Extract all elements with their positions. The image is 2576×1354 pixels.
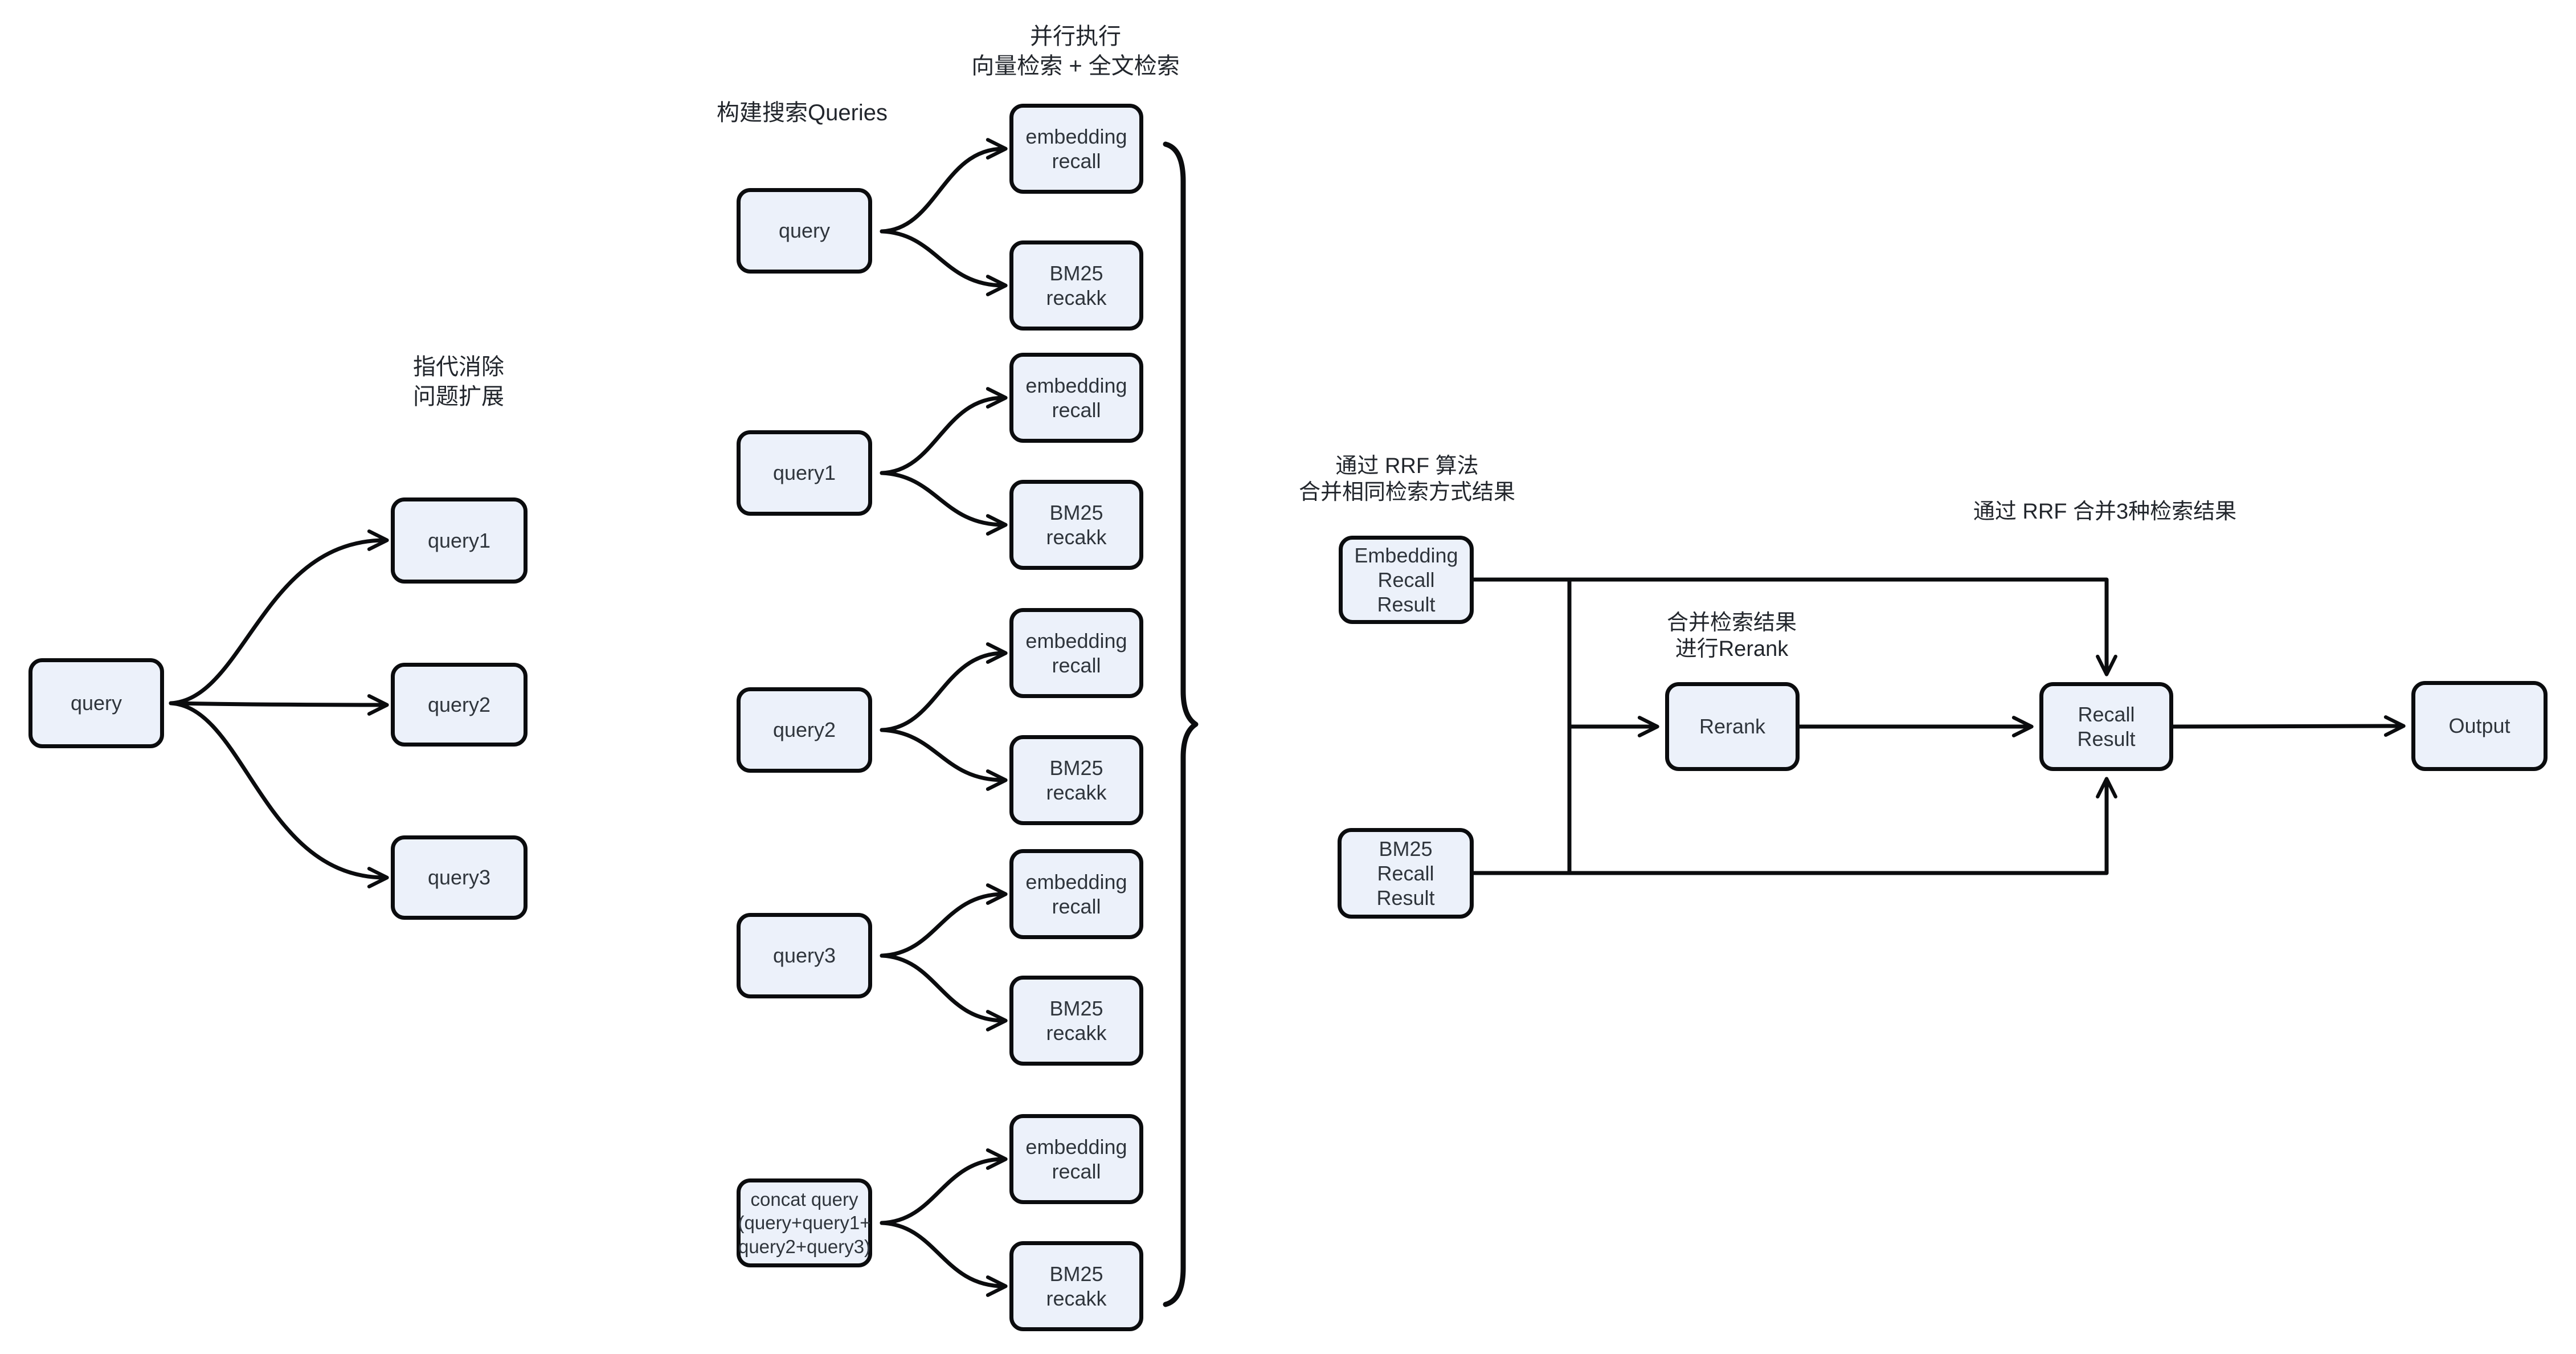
fan-g3-bm25-arrow [880, 728, 1008, 791]
node-embedding-recall-2: embedding recall [1009, 353, 1143, 443]
node-concat-query: concat query (query+query1+ query2+query… [737, 1178, 872, 1267]
fan-g3-embedding-arrow [880, 642, 1008, 732]
fan-g5-bm25-arrow [880, 1221, 1008, 1297]
node-embedding-recall-4: embedding recall [1009, 849, 1143, 939]
node-embedding-recall-5: embedding recall [1009, 1114, 1143, 1204]
node-bm25-recall-3: BM25 recakk [1009, 735, 1143, 825]
fan-g4-bm25-arrow [880, 953, 1008, 1031]
left-fan-arrow-query3 [169, 701, 389, 888]
node-rerank: Rerank [1665, 682, 1800, 771]
note-build-queries: 构建搜索Queries [716, 100, 888, 125]
embedding-result-to-recall-result-arrow [1471, 577, 2117, 676]
note-coreference-expansion: 指代消除 问题扩展 [413, 354, 504, 409]
node-output: Output [2411, 681, 2548, 771]
node-query1-expanded: query1 [391, 497, 528, 584]
bm25-result-to-recall-result-arrow [1471, 777, 2117, 875]
note-parallel-execution: 并行执行 向量检索 + 全文检索 [971, 24, 1180, 79]
node-search-query1: query1 [737, 430, 872, 516]
fan-g2-embedding-arrow [880, 387, 1008, 475]
note-rrf-same-method: 通过 RRF 算法 合并相同检索方式结果 [1298, 454, 1516, 505]
node-embedding-recall-1: embedding recall [1009, 104, 1143, 194]
node-query-source: query [28, 658, 164, 748]
fan-g1-bm25-arrow [880, 229, 1008, 296]
fan-g4-embedding-arrow [880, 883, 1008, 958]
node-bm25-recall-5: BM25 recakk [1009, 1241, 1143, 1331]
left-fan-arrow-query1 [169, 529, 389, 705]
node-search-query2: query2 [737, 687, 872, 773]
fan-g5-embedding-arrow [880, 1148, 1008, 1225]
fan-g2-bm25-arrow [880, 471, 1008, 536]
left-fan-arrow-query2 [169, 694, 389, 716]
note-rrf-merge-three: 通过 RRF 合并3种检索结果 [1973, 500, 2237, 524]
node-embedding-recall-result: Embedding Recall Result [1339, 536, 1474, 624]
node-search-query3: query3 [737, 913, 872, 998]
node-bm25-recall-result: BM25 Recall Result [1338, 828, 1474, 919]
node-recall-result: Recall Result [2039, 682, 2173, 771]
fan-g1-embedding-arrow [880, 138, 1008, 234]
recall-result-to-output-arrow [2171, 715, 2406, 737]
curly-brace [1163, 141, 1199, 1307]
node-query3-expanded: query3 [391, 835, 528, 920]
node-search-query: query [737, 188, 872, 274]
node-bm25-recall-2: BM25 recakk [1009, 480, 1143, 570]
node-bm25-recall-4: BM25 recakk [1009, 976, 1143, 1066]
node-bm25-recall-1: BM25 recakk [1009, 240, 1143, 331]
node-query2-expanded: query2 [391, 663, 528, 747]
note-merge-rerank: 合并检索结果 进行Rerank [1666, 611, 1797, 662]
node-embedding-recall-3: embedding recall [1009, 608, 1143, 698]
